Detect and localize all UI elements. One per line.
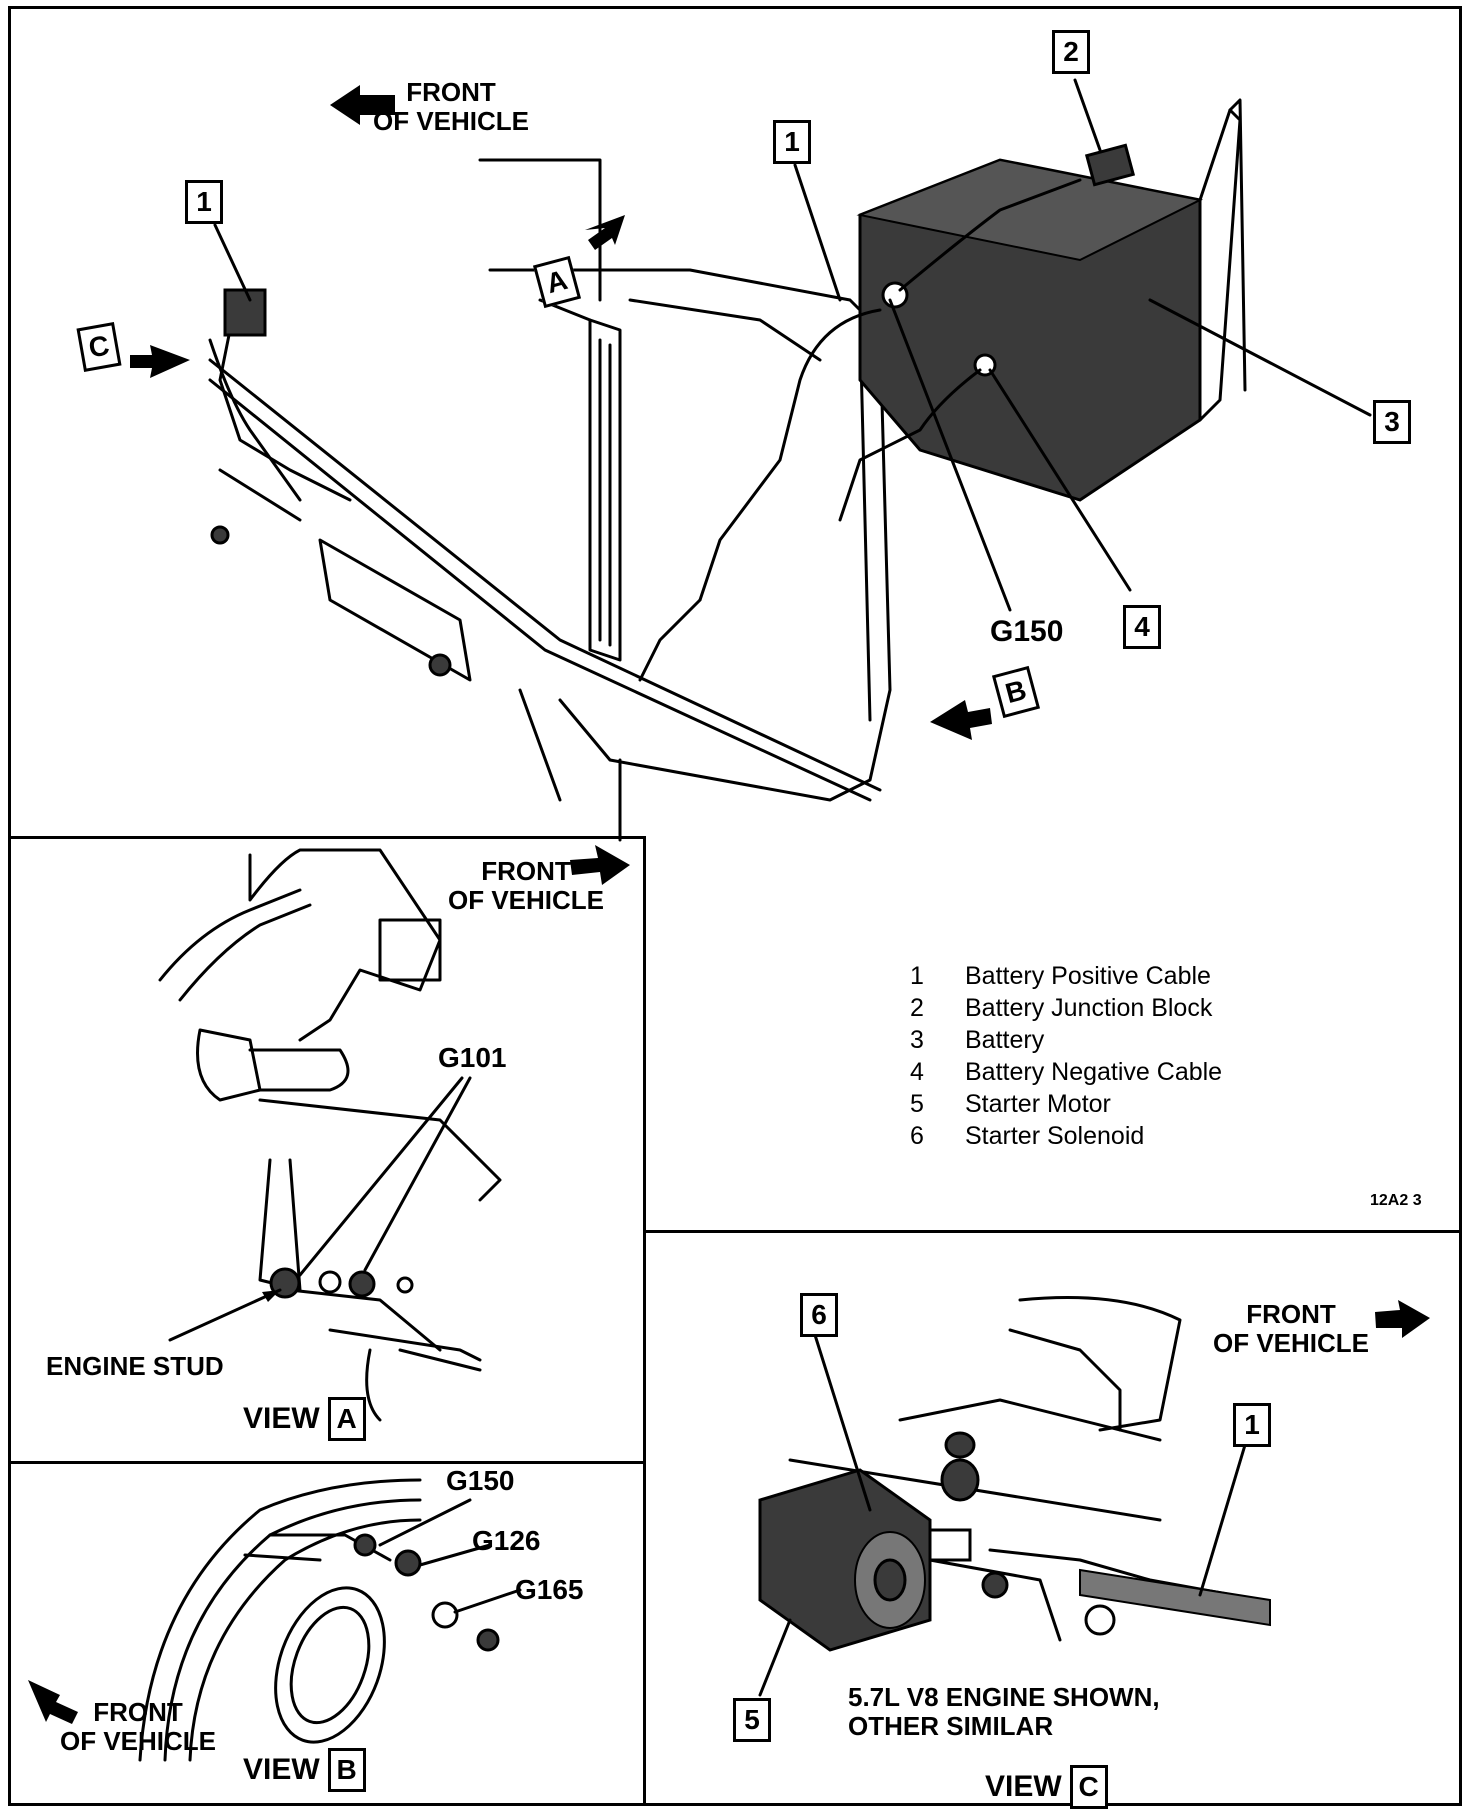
- view-c-front-arrow-icon: [1375, 1300, 1430, 1338]
- view-ref-c: C: [76, 322, 122, 372]
- radiator-core-support: [478, 158, 892, 842]
- view-b-front-of-vehicle-label: FRONT OF VEHICLE: [60, 1697, 217, 1756]
- view-b-wheelhouse: [138, 1478, 422, 1762]
- view-c-arrow-icon: [130, 345, 190, 378]
- main-g150-label: G150: [990, 615, 1064, 648]
- callout-1-right: 1: [773, 120, 811, 164]
- view-b-title: VIEW B: [243, 1748, 366, 1792]
- figure-id: 12A2 3: [1370, 1192, 1422, 1209]
- callout-2: 2: [1052, 30, 1090, 74]
- view-c-front-of-vehicle-label: FRONT OF VEHICLE: [1213, 1299, 1370, 1358]
- battery-cables: [638, 178, 1082, 682]
- view-a-arrow-icon: [585, 215, 625, 250]
- view-b-g150-label: G150: [446, 1465, 515, 1496]
- view-c-callout-1: 1: [1233, 1403, 1271, 1447]
- view-c-letter: C: [1069, 1765, 1108, 1809]
- callout-1-left: 1: [185, 180, 223, 224]
- view-c-engine-note: 5.7L V8 ENGINE SHOWN, OTHER SIMILAR: [848, 1682, 1160, 1741]
- view-c-positive-cable: [981, 1548, 1271, 1636]
- view-c-title: VIEW C: [985, 1765, 1108, 1809]
- callout-4: 4: [1123, 605, 1161, 649]
- view-a-letter: A: [327, 1397, 366, 1441]
- engine-stud-label: ENGINE STUD: [46, 1351, 224, 1381]
- callout-6: 6: [800, 1293, 838, 1337]
- view-a-leader-lines: [168, 1076, 472, 1342]
- view-a-g101-label: G101: [438, 1042, 507, 1073]
- starter-motor: [758, 1468, 972, 1652]
- view-b-leader-lines: [378, 1498, 522, 1614]
- frame-rail: [208, 338, 882, 802]
- main-front-of-vehicle-label: FRONT OF VEHICLE: [373, 77, 530, 136]
- positive-cable-left: [210, 288, 452, 677]
- view-b-g126-label: G126: [472, 1525, 541, 1556]
- view-b-g165-label: G165: [515, 1574, 584, 1605]
- callout-5: 5: [733, 1698, 771, 1742]
- starter-solenoid: [940, 1431, 980, 1502]
- view-a-front-of-vehicle-label: FRONT OF VEHICLE: [448, 856, 605, 915]
- view-c-leader-lines: [758, 1333, 1247, 1697]
- view-a-engine-mount: [158, 848, 502, 1422]
- view-a-front-arrow-icon: [570, 845, 630, 885]
- battery: [856, 98, 1247, 502]
- view-a-title: VIEW A: [243, 1397, 366, 1441]
- view-b-front-arrow-icon: [28, 1680, 78, 1724]
- view-c-panel: [643, 1230, 1462, 1806]
- callout-3: 3: [1373, 400, 1411, 444]
- main-leader-lines: [213, 78, 1372, 612]
- view-b-arrow-icon: [930, 700, 992, 740]
- front-arrow-icon: [330, 85, 395, 125]
- view-b-letter: B: [327, 1748, 366, 1792]
